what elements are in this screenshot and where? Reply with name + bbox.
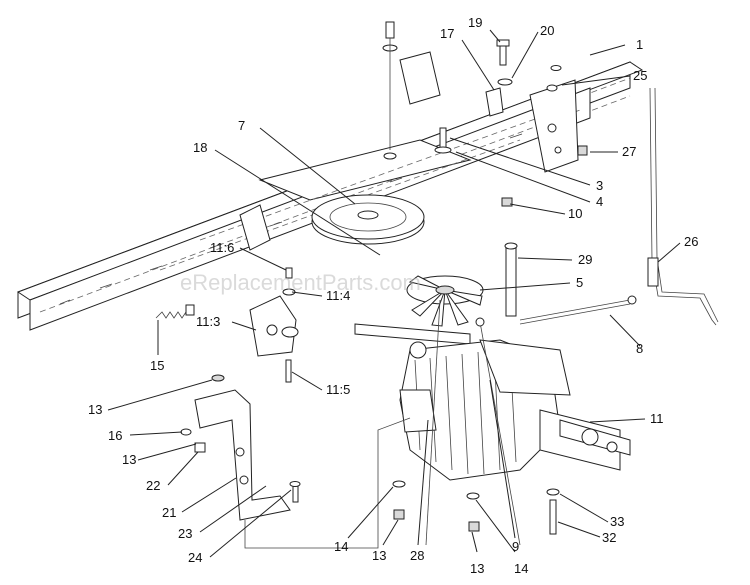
washer-20 bbox=[497, 78, 513, 86]
bracket-21 bbox=[194, 389, 291, 521]
leader-lines bbox=[107, 29, 681, 558]
control-rod-26 bbox=[647, 87, 719, 326]
callout-26: 26 bbox=[684, 234, 698, 249]
callout-8: 8 bbox=[636, 341, 643, 356]
callout-33: 33 bbox=[610, 514, 624, 529]
callout-10: 10 bbox=[568, 206, 582, 221]
callout-20: 20 bbox=[540, 23, 554, 38]
fan-5 bbox=[406, 275, 484, 327]
bolt-11-5 bbox=[285, 359, 292, 383]
rear-bracket-right bbox=[529, 79, 579, 173]
callout-labels: 1 19 20 17 25 7 18 27 3 4 10 26 29 11:6 … bbox=[88, 15, 698, 576]
callout-22: 22 bbox=[146, 478, 160, 493]
callout-3: 3 bbox=[596, 178, 603, 193]
nut-13-right bbox=[468, 521, 480, 532]
callout-11-5: 11:5 bbox=[326, 382, 350, 397]
callout-14-b: 14 bbox=[514, 561, 528, 576]
bolt-24 bbox=[289, 481, 301, 503]
callout-24: 24 bbox=[188, 550, 202, 565]
callout-28: 28 bbox=[410, 548, 424, 563]
transaxle-11 bbox=[354, 323, 631, 481]
washer-13-top bbox=[211, 374, 225, 382]
bolt-32 bbox=[549, 499, 557, 535]
nut-27 bbox=[577, 145, 588, 156]
rod-9 bbox=[475, 317, 521, 546]
callout-32: 32 bbox=[602, 530, 616, 545]
bolt-3 bbox=[434, 127, 452, 154]
washer-14-left bbox=[392, 480, 406, 488]
callout-13-d: 13 bbox=[470, 561, 484, 576]
spring-15 bbox=[155, 304, 195, 319]
callout-13-b: 13 bbox=[122, 452, 136, 467]
callout-29: 29 bbox=[578, 252, 592, 267]
linkage-outline bbox=[244, 417, 411, 549]
callout-11-6: 11:6 bbox=[210, 240, 234, 255]
callout-21: 21 bbox=[162, 505, 176, 520]
callout-1: 1 bbox=[636, 37, 643, 52]
pin-1 bbox=[550, 65, 562, 71]
nut-13-left bbox=[393, 509, 405, 520]
callout-14-a: 14 bbox=[334, 539, 348, 554]
callout-11: 11 bbox=[650, 411, 664, 426]
callout-13-c: 13 bbox=[372, 548, 386, 563]
callout-23: 23 bbox=[178, 526, 192, 541]
callout-5: 5 bbox=[576, 275, 583, 290]
tube-29 bbox=[504, 242, 518, 317]
callout-11-3: 11:3 bbox=[196, 314, 220, 329]
bolt-11-6 bbox=[285, 267, 293, 279]
shaft-28 bbox=[425, 299, 441, 546]
callout-16: 16 bbox=[108, 428, 122, 443]
washer-25 bbox=[546, 84, 558, 92]
callout-18: 18 bbox=[193, 140, 207, 155]
washer-14-right bbox=[466, 492, 480, 500]
nut-22 bbox=[194, 442, 206, 453]
rod-8 bbox=[519, 295, 637, 325]
callout-19: 19 bbox=[468, 15, 482, 30]
callout-7: 7 bbox=[238, 118, 245, 133]
washer-33 bbox=[546, 488, 560, 496]
nut-10 bbox=[501, 197, 513, 207]
bracket-11-3 bbox=[249, 295, 299, 357]
cross-member bbox=[159, 109, 561, 271]
callout-9: 9 bbox=[512, 539, 519, 554]
bolt-16 bbox=[180, 428, 192, 436]
bracket-17 bbox=[485, 87, 504, 117]
callout-4: 4 bbox=[596, 194, 603, 209]
callout-11-4: 11:4 bbox=[326, 288, 350, 303]
callout-17: 17 bbox=[440, 26, 454, 41]
callout-27: 27 bbox=[622, 144, 636, 159]
callout-25: 25 bbox=[633, 68, 647, 83]
pulley-7 bbox=[311, 194, 425, 245]
bolt-19 bbox=[496, 39, 510, 66]
callout-13-a: 13 bbox=[88, 402, 102, 417]
watermark-text: eReplacementParts.com bbox=[180, 270, 421, 295]
top-bracket-left bbox=[382, 21, 441, 160]
callout-15: 15 bbox=[150, 358, 164, 373]
